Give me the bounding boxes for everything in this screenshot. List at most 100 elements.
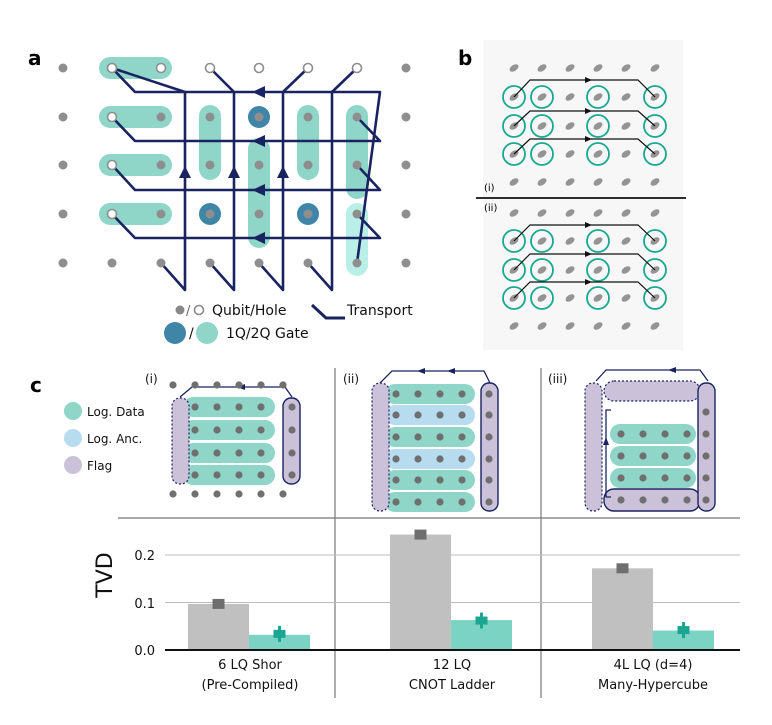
legend-anc-swatch (64, 429, 82, 447)
flag-dotted-iii (584, 382, 603, 512)
atom-spot (509, 178, 519, 186)
atom-spot (565, 64, 575, 72)
qubit-dot (303, 112, 313, 122)
layout-dot (458, 390, 466, 398)
layout-dot (661, 430, 669, 438)
layout-dot (257, 403, 265, 411)
layout-dot (392, 498, 400, 506)
transport-i (179, 386, 293, 398)
layout-dot (257, 426, 265, 434)
x-label-1-line1: 6 LQ Shor (218, 658, 282, 673)
layout-dot (392, 455, 400, 463)
layout-dot (213, 381, 221, 389)
layout-dot (213, 403, 221, 411)
qubit-dot (401, 160, 411, 170)
atom-spot (537, 294, 547, 302)
layout-dot (257, 449, 265, 457)
layout-dot (257, 381, 265, 389)
legend-data-swatch (64, 402, 82, 420)
qubit-dot (205, 209, 215, 219)
trap-circle-bottom (643, 229, 667, 253)
layout-dot (288, 403, 296, 411)
layout-dot (661, 496, 669, 504)
qubit-dot (254, 160, 264, 170)
atom-spot (621, 322, 631, 330)
panel-a-diagram (58, 57, 411, 292)
panel-c-sub-iii: (iii) (548, 372, 567, 386)
hole-dot (302, 62, 314, 74)
layout-dot (414, 476, 422, 484)
panel-c-label: c (30, 373, 42, 397)
layout-dot (661, 452, 669, 460)
move-arrow-2 (585, 136, 592, 142)
move-path-3 (513, 224, 656, 242)
trap-circle-top (502, 85, 526, 109)
layout-dot (436, 498, 444, 506)
move-arrow-0 (585, 77, 592, 83)
panel-b-image (476, 40, 686, 350)
atom-spot (509, 209, 519, 217)
bar-0-1 (390, 534, 451, 650)
qubit-dot (303, 258, 313, 268)
log-row-ii (385, 449, 475, 469)
atom-spot (621, 237, 631, 245)
log-data-row-i (183, 397, 275, 417)
layout-dot (702, 474, 710, 482)
legend-gate-slash: / (189, 326, 194, 342)
layout-dot (288, 471, 296, 479)
log-data-row-iii (610, 446, 696, 466)
layout-dot (414, 498, 422, 506)
layout-dot (279, 381, 287, 389)
hole-dot (204, 62, 216, 74)
trap-circle-top (530, 114, 554, 138)
layout-dot (191, 381, 199, 389)
layout-dot (485, 433, 493, 441)
atom-spot (537, 150, 547, 158)
atom-spot (621, 178, 631, 186)
arrow-up-0 (179, 166, 191, 178)
layout-dot (257, 471, 265, 479)
layout-dot (436, 476, 444, 484)
panel-c-layouts (169, 367, 716, 512)
atom-spot (593, 150, 603, 158)
layout-dot (169, 381, 177, 389)
legend-data: Log. Data (87, 405, 145, 419)
atom-spot (621, 209, 631, 217)
trap-circle-top (643, 114, 667, 138)
legend-gate: 1Q/2Q Gate (226, 326, 309, 342)
layout-dot (288, 449, 296, 457)
log-data-row-i (183, 465, 275, 485)
move-arrow-5 (585, 279, 592, 285)
qubit-dot (58, 63, 68, 73)
trap-circle-bottom (502, 258, 526, 282)
chart-bars (165, 529, 740, 651)
x-label-3-line1: 4L LQ (d=4) (614, 658, 693, 673)
arrow-left-0 (252, 86, 265, 98)
panel-b-sub-i: (i) (484, 183, 495, 194)
panel-b-label: b (458, 46, 472, 70)
layout-dot (436, 390, 444, 398)
trap-circle-top (530, 142, 554, 166)
qubit-dot (58, 209, 68, 219)
qubit-dot (205, 258, 215, 268)
flag-top-iii (603, 380, 701, 402)
move-path-1 (513, 110, 656, 127)
hole-dot-icon (193, 304, 205, 316)
layout-dot (458, 433, 466, 441)
x-label-2-line1: 12 LQ (433, 658, 471, 673)
qubit-dot (156, 112, 166, 122)
layout-dot (702, 452, 710, 460)
trap-circle-top (502, 114, 526, 138)
atom-spot (509, 322, 519, 330)
qubit-dot (254, 209, 264, 219)
layout-dot (683, 452, 691, 460)
atom-spot (565, 178, 575, 186)
layout-dot (683, 496, 691, 504)
log-data-row-i (183, 420, 275, 440)
qubit-dot (58, 160, 68, 170)
flag-solid-i (282, 397, 301, 485)
atom-spot (537, 122, 547, 130)
trap-circle-bottom (502, 229, 526, 253)
move-path-5 (513, 281, 656, 299)
x-label-2-line2: CNOT Ladder (409, 678, 496, 693)
